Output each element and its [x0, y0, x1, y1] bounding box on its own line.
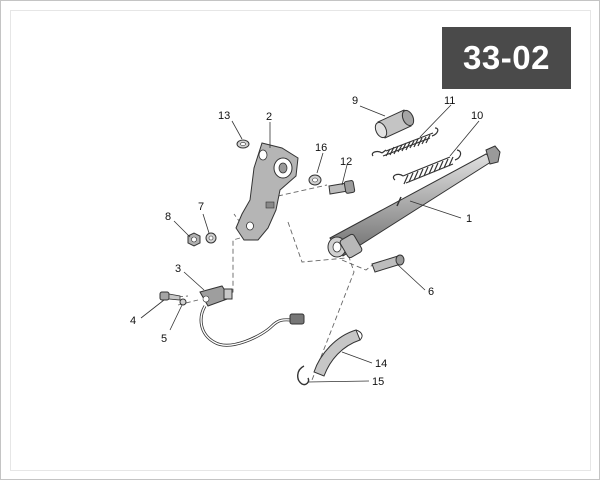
spring-10 — [392, 149, 462, 185]
washer-13 — [236, 139, 250, 149]
callout-3: 3 — [175, 263, 181, 275]
side-stand-switch — [199, 285, 305, 347]
callout-1: 1 — [466, 213, 472, 225]
bushing-9 — [374, 109, 415, 139]
callout-2: 2 — [266, 111, 272, 123]
washer-5 — [179, 298, 187, 306]
clip-15 — [297, 365, 310, 386]
spring-11 — [371, 127, 439, 157]
callout-11: 11 — [444, 95, 455, 107]
bolt-12 — [328, 180, 356, 195]
diagram-number-badge: 33-02 — [442, 27, 571, 89]
leader-lines — [140, 104, 480, 383]
callout-14: 14 — [375, 358, 387, 370]
side-stand-bracket — [235, 142, 299, 241]
callout-7: 7 — [198, 201, 204, 213]
pin-6 — [371, 254, 405, 273]
washer-16 — [308, 174, 322, 186]
callout-16: 16 — [315, 142, 327, 154]
screw-4 — [159, 291, 181, 301]
washer-7 — [205, 232, 217, 244]
callout-9: 9 — [352, 95, 358, 107]
callout-5: 5 — [161, 333, 167, 345]
callout-4: 4 — [130, 315, 136, 327]
callout-13: 13 — [218, 110, 230, 122]
callout-numbers: 1 2 3 4 5 6 7 8 9 10 11 12 13 14 15 16 — [130, 95, 483, 388]
callout-15: 15 — [372, 376, 384, 388]
callout-8: 8 — [165, 211, 171, 223]
callout-12: 12 — [340, 156, 352, 168]
callout-10: 10 — [471, 110, 483, 122]
nut-8 — [187, 232, 201, 247]
page-frame-inner — [10, 10, 591, 471]
protective-sleeve-14 — [313, 329, 363, 377]
side-stand-leg — [327, 145, 501, 259]
callout-6: 6 — [428, 286, 434, 298]
